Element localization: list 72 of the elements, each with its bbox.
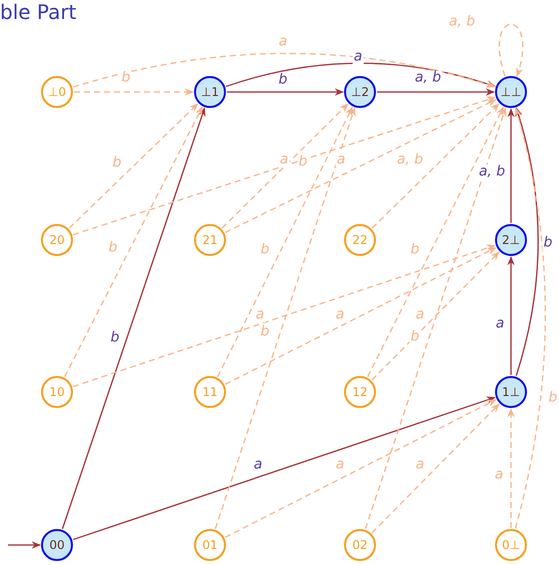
state-circle [194,76,226,108]
arrow [377,88,495,96]
arrow [72,396,496,540]
edge-label: a [278,152,290,168]
arrow [68,103,198,229]
state-circle [41,76,73,108]
arrow [507,256,515,375]
edge-label: a, b [448,14,476,30]
arrow [8,541,41,549]
edge-label: a, b [414,70,442,86]
state-label: 12 [352,385,368,399]
arrow [372,103,500,229]
arrow [367,106,504,378]
state-label: 00 [49,538,65,552]
state-label: 0⊥ [502,538,520,552]
state-label: 2⊥ [502,233,520,247]
arrow [214,107,356,530]
state-label: ⊥0 [48,85,66,99]
state-circle [495,529,527,561]
arrow [224,399,497,538]
state-circle [194,529,226,561]
state-circle [194,376,226,408]
arrow [72,96,496,236]
arrow [507,108,515,223]
arrow [64,106,203,378]
arrow [514,107,546,529]
state-circle [344,376,376,408]
state-circle [41,376,73,408]
state-circle [344,76,376,108]
arrow [224,247,497,385]
state-circle [41,529,73,561]
arrow [224,98,497,234]
state-label: 11 [202,385,218,399]
arrow [498,24,524,77]
edge-label: a, b [478,164,506,180]
state-label: 22 [352,233,368,247]
state-circle [344,529,376,561]
arrow [222,103,349,229]
state-circle [495,224,527,256]
state-label: ⊥1 [200,85,220,99]
arrow [62,107,206,530]
state-label: 1⊥ [502,385,520,399]
edge-label: a, b [396,152,424,168]
arrow [227,88,344,96]
arrow [364,107,506,530]
arrow [72,244,496,388]
edge-label: a [336,152,346,168]
arrow [226,62,496,88]
edge-label: a [352,50,364,64]
edge-label: a [254,308,266,322]
arrow [507,408,515,528]
edge-label: b [542,236,554,250]
arrow [515,107,539,376]
state-circle [194,224,226,256]
state-label: ⊥⊥ [500,85,522,99]
state-circle [344,224,376,256]
state-label: ⊥2 [350,85,370,99]
arrow [74,88,194,96]
state-label: 02 [352,538,368,552]
state-label: 21 [202,233,218,247]
title: ble Part [0,0,76,24]
state-label: 01 [202,538,218,552]
state-circle [495,76,527,108]
arrow [217,106,353,378]
state-label: 10 [49,385,65,399]
edge-label: b [410,330,420,344]
state-label: 20 [49,233,65,247]
arrow [73,52,496,88]
arrow [372,251,500,380]
arrow [371,403,500,534]
state-circle [41,224,73,256]
state-circle [495,376,527,408]
